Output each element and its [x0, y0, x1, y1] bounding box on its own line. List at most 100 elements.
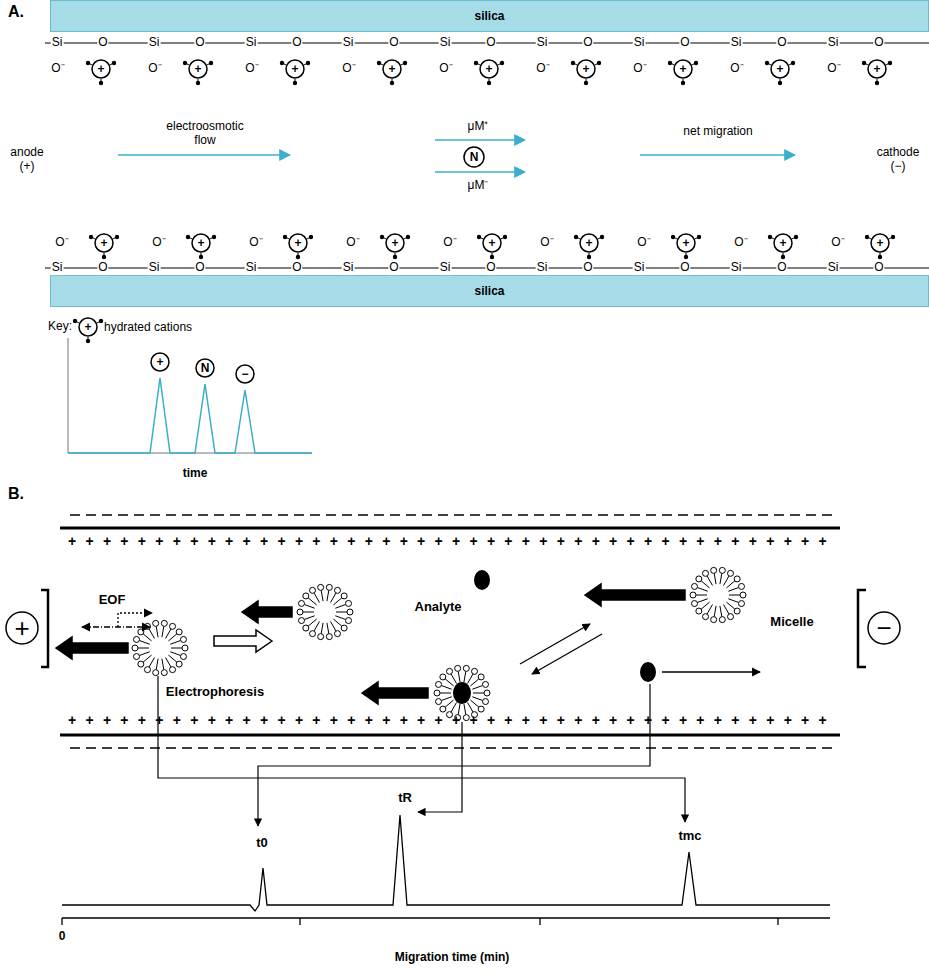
node-label: +	[84, 321, 91, 333]
surfactant-tail	[303, 612, 314, 613]
water-atom	[875, 81, 879, 85]
text-label: O	[388, 36, 399, 50]
text-label: O⁻	[147, 62, 162, 76]
surfactant-tail	[333, 598, 341, 605]
surfactant-head	[728, 570, 734, 576]
surfactant-tail	[321, 590, 323, 601]
electrophoresis-arrow	[362, 682, 428, 704]
water-atom	[89, 235, 93, 239]
ion-circle: +	[773, 233, 793, 253]
surfactant-tail	[168, 634, 176, 641]
text-label: tR	[397, 791, 413, 806]
water-atom	[474, 61, 478, 65]
water-atom	[681, 81, 685, 85]
node-label: +	[391, 237, 398, 249]
text-label: Si	[730, 36, 743, 50]
surfactant-tail	[458, 671, 460, 682]
text-label: O	[679, 261, 690, 275]
surfactant-tail	[168, 655, 176, 662]
water-atom	[791, 61, 795, 65]
capillary-wall	[60, 527, 840, 530]
surfactant-head	[436, 699, 442, 705]
surfactant-head	[692, 583, 698, 589]
circle-outline	[95, 234, 113, 252]
analyte	[474, 570, 490, 590]
text-label: O	[194, 36, 205, 50]
bound-analyte	[453, 682, 471, 704]
node-label: −	[876, 615, 891, 641]
surfactant-tail	[333, 619, 341, 626]
water-atom	[393, 255, 397, 259]
surfactant-head	[711, 567, 717, 573]
node-label: +	[776, 63, 783, 75]
text-label: O	[776, 261, 787, 275]
water-atom	[891, 235, 895, 239]
leader-line	[258, 684, 650, 826]
surfactant-head	[478, 706, 484, 712]
water-atom	[477, 235, 481, 239]
surfactant-tail	[728, 587, 738, 591]
surfactant-head	[703, 614, 709, 620]
text-label: ++++++++++++++++++++++++++++++++++++++++…	[67, 712, 837, 728]
text-label: O⁻	[438, 62, 453, 76]
text-label: O⁻	[632, 62, 647, 76]
surfactant-head	[161, 670, 167, 676]
water-atom	[888, 61, 892, 65]
text-label: O	[485, 36, 496, 50]
text-label: O⁻	[151, 236, 166, 250]
surfactant-tail	[451, 703, 457, 713]
surfactant-tail	[170, 640, 180, 644]
surfactant-tail	[304, 604, 314, 608]
flow-arrow	[118, 154, 290, 156]
surfactant-head	[734, 608, 740, 614]
text-label: t0	[255, 836, 269, 851]
water-atom	[183, 61, 187, 65]
node-label: +	[100, 237, 107, 249]
water-atom	[878, 255, 882, 259]
surfactant-head	[447, 668, 453, 674]
text-label: O	[388, 261, 399, 275]
water-atom	[73, 319, 77, 323]
text-label: electroosmotic flow	[154, 120, 256, 148]
water-atom	[309, 235, 313, 239]
water-atom	[584, 81, 588, 85]
analyte-migration-arrow	[662, 671, 760, 672]
surfactant-head	[734, 576, 740, 582]
water-atom	[280, 61, 284, 65]
surfactant-head	[345, 618, 351, 624]
ion-circle: +	[576, 59, 596, 79]
water-atom	[102, 255, 106, 259]
ion-circle: N	[195, 358, 215, 378]
surfactant-tail	[445, 679, 453, 686]
text-label: Si	[730, 261, 743, 275]
ion-circle: +	[867, 59, 887, 79]
mobility-arrow	[435, 171, 525, 173]
water-atom	[112, 61, 116, 65]
surfactant-tail	[441, 685, 451, 689]
water-atom	[390, 81, 394, 85]
node-label: +	[294, 237, 301, 249]
text-label: O⁻	[729, 62, 744, 76]
text-label: O	[194, 261, 205, 275]
text-label: Si	[51, 261, 64, 275]
ion-circle: +	[188, 59, 208, 79]
circle-outline	[674, 60, 692, 78]
ion-circle: +	[382, 59, 402, 79]
surfactant-tail	[156, 626, 158, 637]
water-atom	[306, 61, 310, 65]
water-atom	[865, 235, 869, 239]
surfactant-tail	[701, 602, 709, 609]
text-label: O⁻	[341, 62, 356, 76]
surfactant-tail	[162, 626, 164, 637]
surfactant-tail	[314, 622, 320, 632]
node-label: +	[488, 237, 495, 249]
text-label: Si	[245, 36, 258, 50]
surfactant-head	[440, 674, 446, 680]
surfactant-head	[176, 661, 182, 667]
surfactant-tail	[331, 593, 337, 603]
silica-band: silica	[50, 0, 929, 32]
text-label: Si	[633, 36, 646, 50]
micelle	[132, 620, 188, 675]
surfactant-tail	[335, 604, 345, 608]
surfactant-head	[696, 608, 702, 614]
